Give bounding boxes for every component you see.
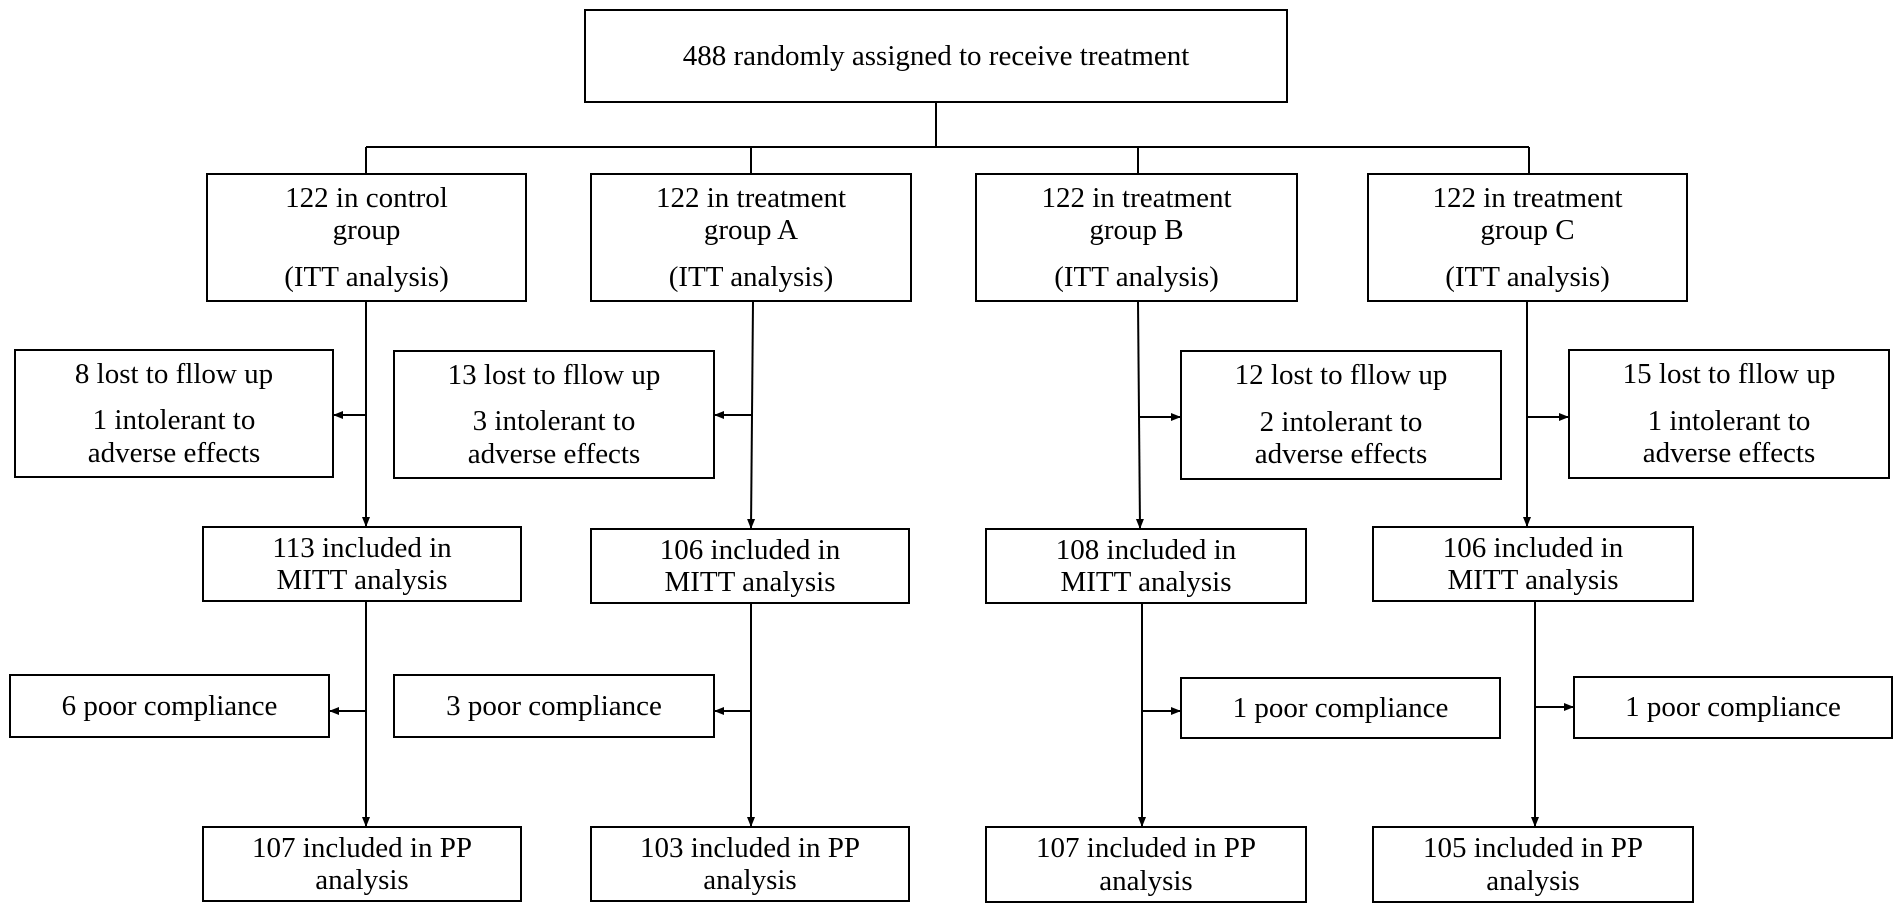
itt-label: 122 in treatment: [655, 181, 847, 214]
itt-label: group: [332, 214, 401, 247]
itt-box-group-a: 122 in treatment group A (ITT analysis): [590, 173, 912, 302]
pp-box-group-c: 105 included in PP analysis: [1372, 826, 1694, 903]
compliance-box-group-c: 1 poor compliance: [1573, 676, 1893, 739]
pp-label: analysis: [315, 864, 409, 896]
mitt-label: MITT analysis: [1060, 566, 1232, 598]
compliance-box-control: 6 poor compliance: [9, 674, 330, 738]
itt-label: (ITT analysis): [1054, 260, 1219, 293]
mitt-label: 108 included in: [1055, 533, 1237, 566]
lost-label: 1 intolerant to: [92, 404, 256, 437]
mitt-label: 106 included in: [659, 533, 841, 566]
pp-label: 105 included in PP: [1423, 832, 1643, 865]
compliance-label: 1 poor compliance: [1625, 691, 1841, 724]
itt-label: (ITT analysis): [1445, 260, 1610, 293]
mitt-label: 113 included in: [272, 531, 452, 564]
lost-label: adverse effects: [467, 437, 641, 470]
mitt-box-group-b: 108 included in MITT analysis: [985, 528, 1307, 604]
itt-label: 122 in control: [285, 181, 448, 214]
pp-label: analysis: [703, 864, 797, 896]
lost-box-control: 8 lost to fllow up 1 intolerant to adver…: [14, 349, 334, 478]
lost-label: 15 lost to fllow up: [1622, 358, 1836, 391]
lost-label: adverse effects: [1254, 438, 1428, 471]
itt-box-group-b: 122 in treatment group B (ITT analysis): [975, 173, 1298, 302]
lost-box-group-c: 15 lost to fllow up 1 intolerant to adve…: [1568, 349, 1890, 479]
lost-label: 13 lost to fllow up: [447, 358, 661, 391]
mitt-label: MITT analysis: [276, 564, 448, 596]
pp-label: 107 included in PP: [1036, 832, 1256, 865]
itt-label: 122 in treatment: [1432, 181, 1623, 214]
mitt-box-group-c: 106 included in MITT analysis: [1372, 526, 1694, 602]
pp-label: 107 included in PP: [252, 831, 472, 864]
itt-label: group C: [1480, 214, 1575, 247]
randomized-text: 488 randomly assigned to receive treatme…: [682, 39, 1190, 72]
mitt-box-control: 113 included in MITT analysis: [202, 526, 522, 602]
lost-label: adverse effects: [1642, 437, 1816, 470]
mitt-label: MITT analysis: [664, 566, 836, 598]
mitt-label: 106 included in: [1442, 531, 1624, 564]
itt-box-group-c: 122 in treatment group C (ITT analysis): [1367, 173, 1688, 302]
lost-label: 2 intolerant to: [1259, 405, 1423, 438]
itt-box-control: 122 in control group (ITT analysis): [206, 173, 527, 302]
lost-box-group-b: 12 lost to fllow up 2 intolerant to adve…: [1180, 350, 1502, 480]
pp-box-group-b: 107 included in PP analysis: [985, 826, 1307, 903]
pp-label: 103 included in PP: [640, 831, 860, 864]
itt-label: (ITT analysis): [284, 260, 449, 293]
compliance-label: 6 poor compliance: [61, 689, 278, 722]
mitt-label: MITT analysis: [1447, 564, 1619, 596]
pp-label: analysis: [1486, 864, 1580, 897]
lost-label: 1 intolerant to: [1647, 404, 1811, 437]
randomized-box: 488 randomly assigned to receive treatme…: [584, 9, 1288, 103]
lost-box-group-a: 13 lost to fllow up 3 intolerant to adve…: [393, 350, 715, 479]
compliance-label: 1 poor compliance: [1232, 691, 1449, 724]
itt-label: 122 in treatment: [1041, 181, 1232, 214]
pp-label: analysis: [1099, 864, 1193, 897]
compliance-box-group-b: 1 poor compliance: [1180, 677, 1501, 739]
lost-label: 12 lost to fllow up: [1234, 359, 1448, 392]
itt-label: group B: [1089, 214, 1184, 247]
mitt-box-group-a: 106 included in MITT analysis: [590, 528, 910, 604]
itt-label: (ITT analysis): [668, 260, 834, 293]
pp-box-group-a: 103 included in PP analysis: [590, 826, 910, 902]
pp-box-control: 107 included in PP analysis: [202, 826, 522, 902]
lost-label: 3 intolerant to: [472, 405, 636, 438]
itt-label: group A: [703, 214, 799, 247]
lost-label: adverse effects: [87, 436, 261, 469]
compliance-label: 3 poor compliance: [446, 689, 662, 722]
compliance-box-group-a: 3 poor compliance: [393, 674, 715, 738]
lost-label: 8 lost to fllow up: [74, 357, 274, 390]
